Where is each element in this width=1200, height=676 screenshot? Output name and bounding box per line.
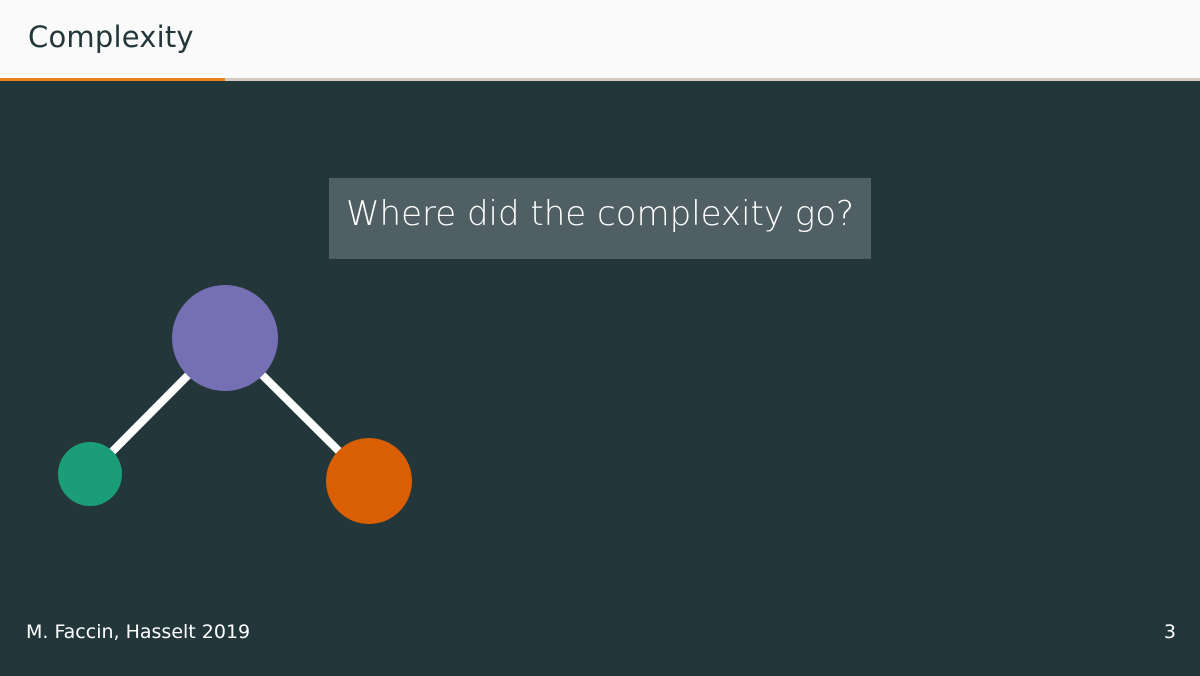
progress-bar: [0, 78, 1200, 81]
graph-node-right: [326, 438, 412, 524]
question-text: Where did the complexity go?: [345, 194, 855, 234]
page-number: 3: [1163, 621, 1176, 643]
slide-title: Complexity: [28, 20, 194, 54]
footer-author: M. Faccin, Hasselt 2019: [26, 621, 251, 643]
question-callout: Where did the complexity go?: [329, 178, 871, 259]
progress-bar-fill: [0, 78, 225, 81]
graph-node-top: [172, 285, 278, 391]
slide-header: Complexity: [0, 0, 1200, 78]
graph-node-left: [58, 442, 122, 506]
